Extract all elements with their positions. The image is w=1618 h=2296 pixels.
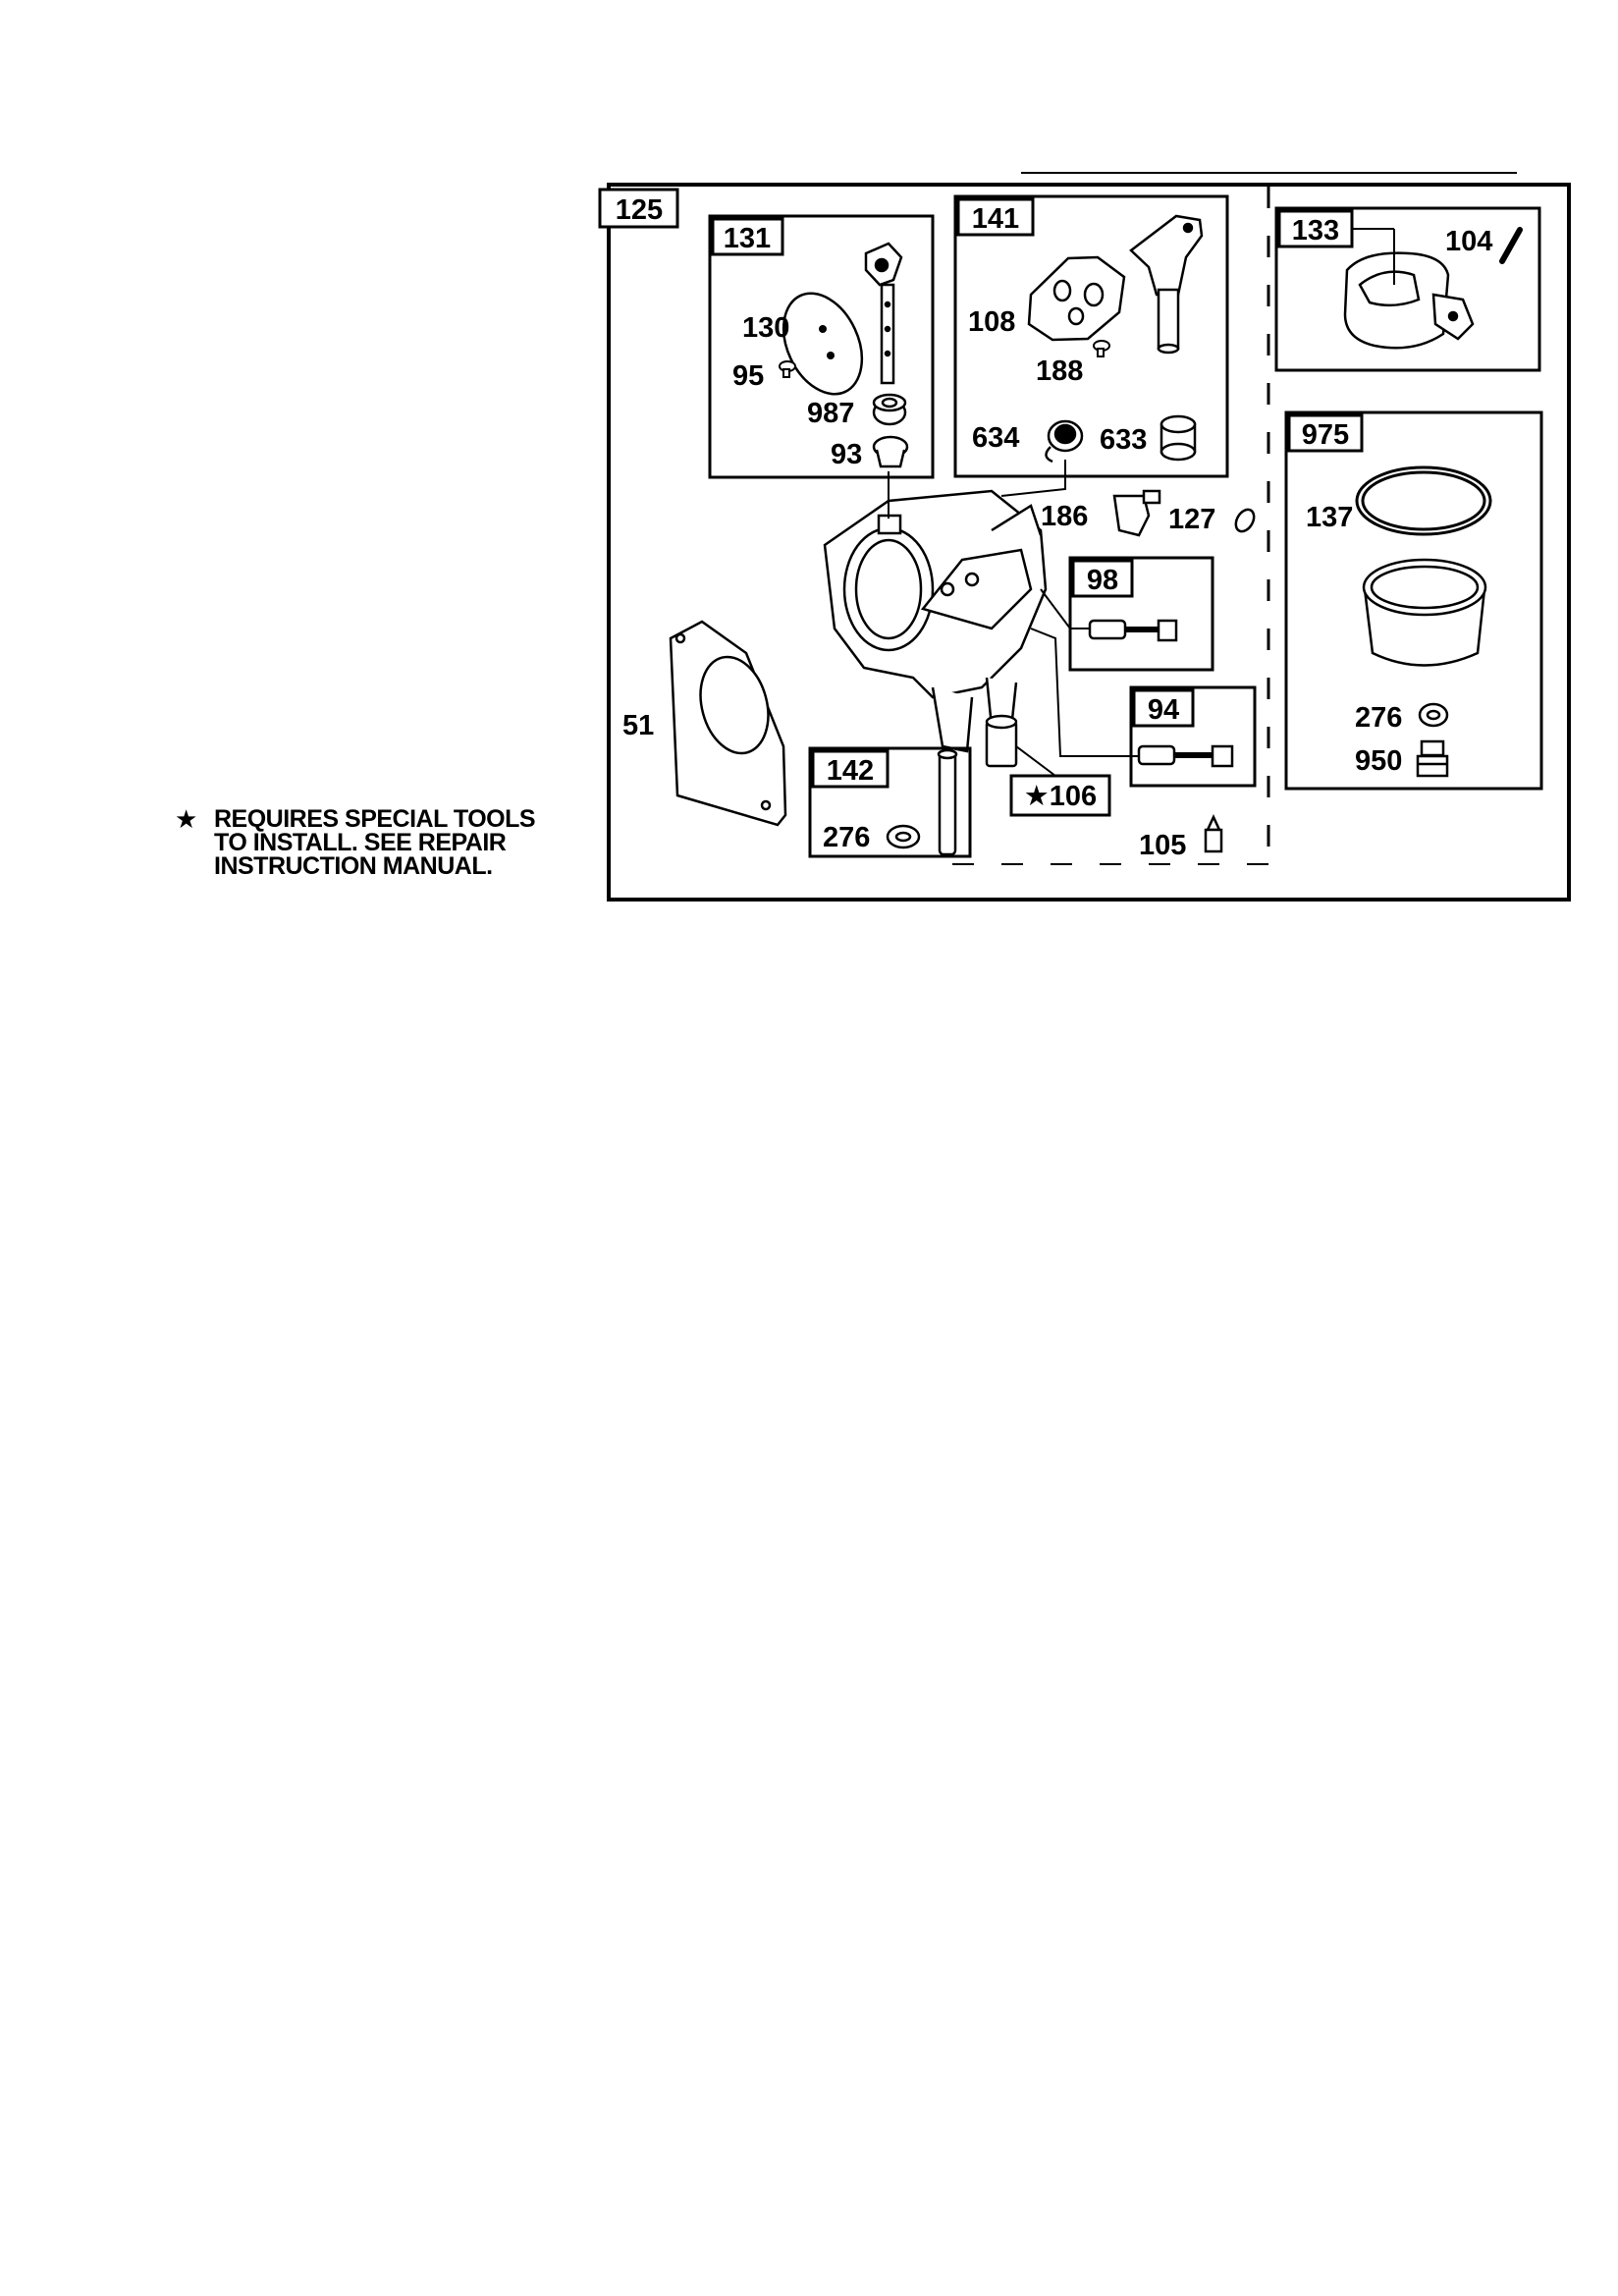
screw-95-part bbox=[779, 360, 796, 378]
float-part bbox=[1343, 251, 1475, 350]
float-bowl-part bbox=[1362, 558, 1487, 667]
label-125: 125 bbox=[616, 194, 663, 226]
label-130: 130 bbox=[742, 312, 789, 344]
main-assembly-label-box bbox=[598, 188, 679, 229]
plug-93-part bbox=[872, 435, 909, 468]
label-276-jet: 276 bbox=[823, 822, 870, 853]
star-icon: ★ bbox=[175, 804, 197, 834]
label-94: 94 bbox=[1148, 694, 1179, 726]
main-assembly-frame bbox=[607, 183, 1571, 902]
label-133: 133 bbox=[1292, 215, 1339, 246]
label-106: ★106 bbox=[1024, 781, 1097, 812]
needle-105-part bbox=[1204, 814, 1223, 853]
note-line-1: REQUIRES SPECIAL TOOLS bbox=[214, 805, 536, 833]
gasket-51-part bbox=[669, 620, 787, 827]
group-box-133 bbox=[1274, 206, 1541, 372]
note-line-2: TO INSTALL. SEE REPAIR bbox=[214, 829, 507, 856]
bowl-screw-950-part bbox=[1416, 739, 1449, 778]
group-box-131 bbox=[708, 214, 935, 479]
label-634: 634 bbox=[972, 422, 1019, 454]
idle-screw-part bbox=[1088, 619, 1178, 642]
label-188: 188 bbox=[1036, 355, 1083, 387]
pin-104-part bbox=[1499, 227, 1523, 264]
label-105: 105 bbox=[1139, 830, 1186, 861]
group-box-142 bbox=[808, 746, 972, 858]
group-box-975 bbox=[1284, 410, 1543, 791]
washer-276-part bbox=[1418, 702, 1449, 728]
mixture-screw-part bbox=[1137, 744, 1234, 768]
throttle-shaft-part bbox=[1129, 214, 1204, 355]
label-975: 975 bbox=[1302, 419, 1349, 451]
seal-987-part bbox=[872, 393, 907, 426]
screw-188-part bbox=[1093, 340, 1110, 357]
washer-276-jet-part bbox=[886, 824, 921, 849]
carburetor-body-part bbox=[823, 489, 1048, 753]
label-51: 51 bbox=[622, 710, 654, 741]
choke-shaft-part bbox=[864, 242, 903, 385]
throttle-plate-part bbox=[1027, 255, 1126, 342]
group-box-141 bbox=[953, 194, 1229, 478]
label-633: 633 bbox=[1100, 424, 1147, 456]
label-137: 137 bbox=[1306, 502, 1353, 533]
label-104: 104 bbox=[1445, 226, 1492, 257]
emulsion-tube-part bbox=[937, 748, 958, 856]
label-108: 108 bbox=[968, 306, 1015, 338]
seal-634-part bbox=[1045, 419, 1084, 464]
seal-633-part bbox=[1160, 414, 1197, 462]
label-950: 950 bbox=[1355, 745, 1402, 777]
label-box-106 bbox=[1009, 774, 1111, 817]
special-tools-note: ★ REQUIRES SPECIAL TOOLS TO INSTALL. SEE… bbox=[175, 804, 607, 880]
label-142: 142 bbox=[827, 755, 874, 787]
note-line-3: INSTRUCTION MANUAL. bbox=[214, 852, 493, 880]
label-987: 987 bbox=[807, 398, 854, 429]
label-127: 127 bbox=[1168, 504, 1215, 535]
gasket-137-part bbox=[1355, 465, 1492, 536]
label-95: 95 bbox=[732, 360, 764, 392]
label-141: 141 bbox=[972, 203, 1019, 235]
group-box-94 bbox=[1129, 685, 1257, 788]
fitting-186-part bbox=[1112, 489, 1161, 537]
main-jet-part bbox=[985, 714, 1018, 768]
choke-plate-part bbox=[782, 292, 864, 396]
label-276-bowl: 276 bbox=[1355, 702, 1402, 734]
label-186: 186 bbox=[1041, 501, 1088, 532]
group-box-98 bbox=[1068, 556, 1214, 672]
label-131: 131 bbox=[724, 223, 771, 254]
plug-127-part bbox=[1234, 508, 1256, 533]
label-93: 93 bbox=[831, 439, 862, 470]
label-98: 98 bbox=[1087, 565, 1118, 596]
